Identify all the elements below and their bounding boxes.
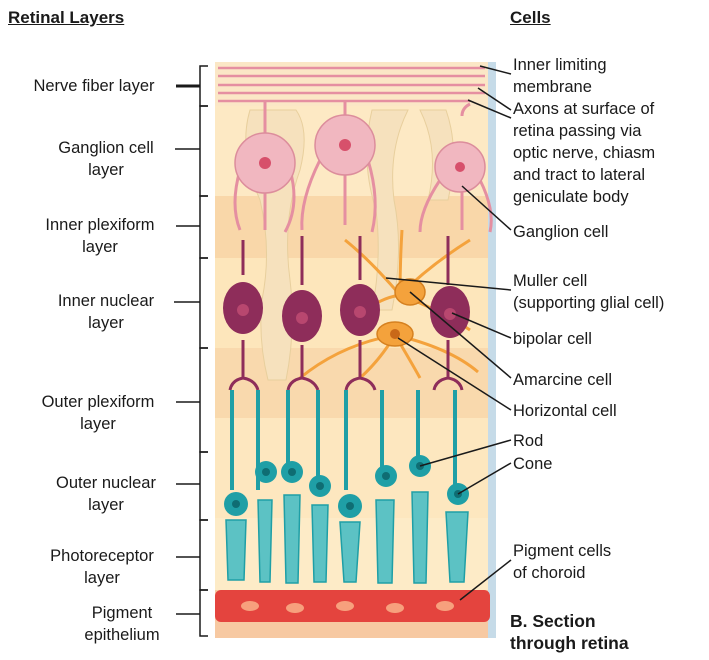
pigment-epithelium xyxy=(215,590,490,622)
layer-label-leaders xyxy=(174,86,200,614)
layer-brackets xyxy=(200,66,208,636)
